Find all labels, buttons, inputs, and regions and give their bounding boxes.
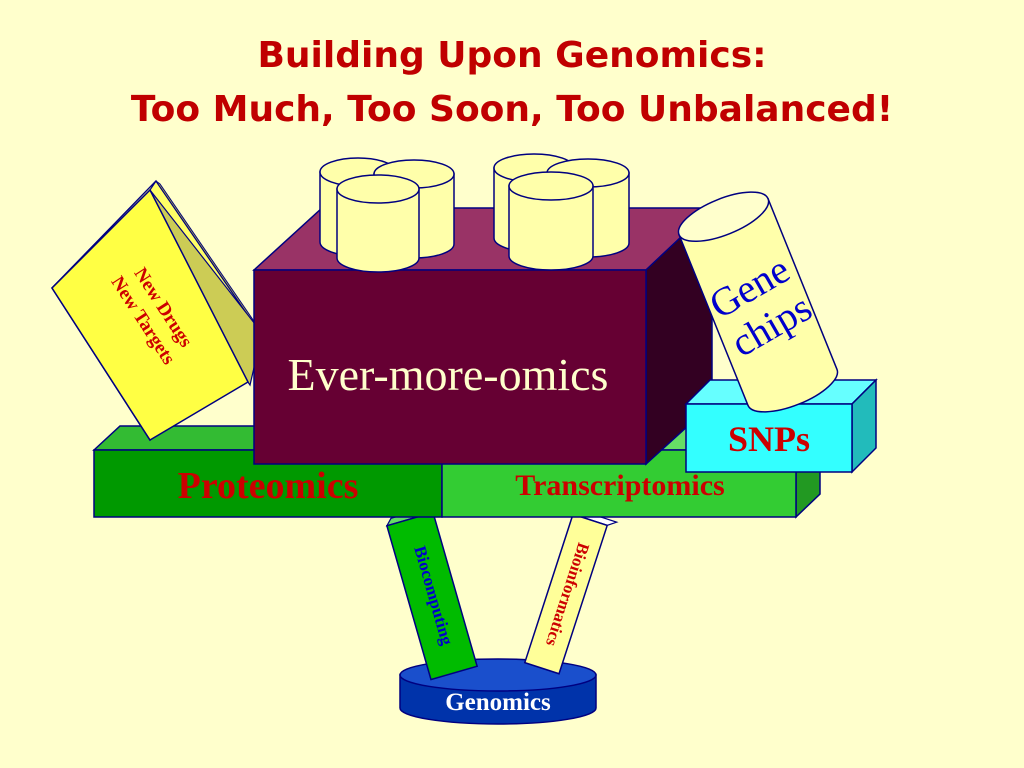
bioinformatics-pillar: Bioinformatics	[523, 510, 619, 675]
genomics-disk: Genomics	[399, 658, 597, 725]
proteomics-label: Proteomics	[178, 465, 359, 507]
transcriptomics-label: Transcriptomics	[515, 469, 724, 502]
cylinder	[508, 171, 594, 271]
new-drugs-box: New Drugs New Targets	[51, 179, 263, 442]
slide-title-line-2: Too Much, Too Soon, Too Unbalanced!	[130, 89, 894, 130]
cylinder-group-right	[493, 153, 630, 271]
snps-label: SNPs	[728, 419, 810, 459]
gene-chips-cylinder: Gene chips	[677, 191, 839, 413]
cylinder-group-left	[319, 157, 455, 273]
slide-title-line-1: Building Upon Genomics:	[257, 35, 767, 76]
genomics-label: Genomics	[445, 689, 551, 716]
ever-more-omics-label: Ever-more-omics	[288, 349, 609, 400]
biocomputing-pillar: Biocomputing	[385, 504, 479, 681]
cylinder	[336, 174, 420, 273]
